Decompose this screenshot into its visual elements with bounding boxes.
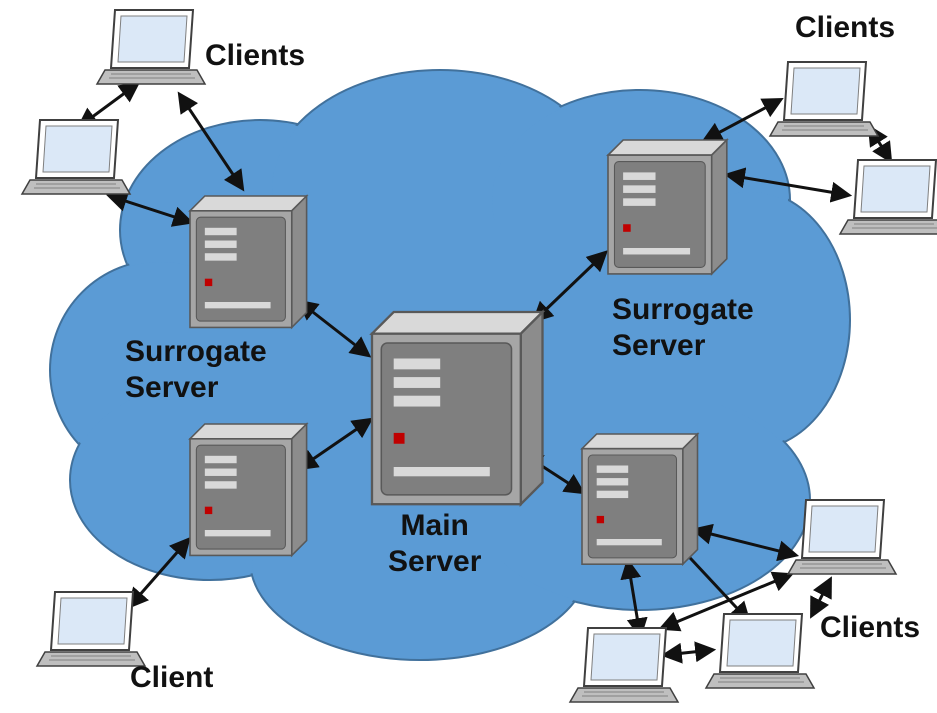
arrow-laptop-br2-br3 bbox=[660, 641, 717, 664]
surrogate-server-label-left-line2: Server bbox=[125, 371, 219, 404]
surrogate-server-right-icon bbox=[607, 139, 728, 275]
laptop-icon-top-right-2 bbox=[839, 159, 937, 235]
main-server-icon bbox=[370, 310, 544, 506]
arrow-bottom-right-surrogate-laptop-br2 bbox=[620, 557, 648, 640]
arrow-laptop-tl2-left-surrogate bbox=[106, 191, 194, 227]
laptop-icon-bottom-right-2 bbox=[569, 627, 679, 703]
clients-label-top-left: Clients bbox=[205, 39, 306, 72]
arrow-laptop-tl1-tl2 bbox=[76, 81, 141, 129]
surrogate-server-bottom-left-icon bbox=[189, 423, 308, 557]
surrogate-server-label-left: Surrogate Server bbox=[125, 334, 267, 406]
arrow-bottom-left-surrogate-main bbox=[296, 417, 374, 471]
laptop-icon-bottom-right-3 bbox=[705, 613, 815, 689]
main-server-label-line2: Server bbox=[388, 545, 482, 578]
arrow-right-surrogate-laptop-tr2 bbox=[723, 167, 853, 203]
surrogate-server-left-icon bbox=[189, 195, 308, 329]
arrow-laptop-br2-br1 bbox=[658, 571, 794, 632]
surrogate-server-bottom-right-icon bbox=[581, 433, 699, 565]
surrogate-server-label-right-line2: Server bbox=[612, 329, 706, 362]
clients-label-top-right: Clients bbox=[795, 11, 896, 44]
clients-label-bottom-right: Clients bbox=[820, 611, 921, 644]
arrow-right-surrogate-laptop-tr1 bbox=[701, 98, 784, 142]
surrogate-server-label-left-line1: Surrogate bbox=[125, 335, 267, 368]
arrow-laptop-br3-br1 bbox=[810, 576, 832, 619]
arrow-main-right-surrogate bbox=[531, 250, 609, 323]
main-server-label-line1: Main bbox=[400, 509, 469, 542]
main-server-label: Main Server bbox=[388, 508, 481, 580]
arrow-laptop-tl1-left-surrogate bbox=[177, 91, 245, 192]
surrogate-server-label-right-line1: Surrogate bbox=[612, 293, 754, 326]
arrow-left-surrogate-main bbox=[296, 299, 372, 358]
laptop-icon-bottom-left bbox=[36, 591, 146, 667]
laptop-icon-top-right-1 bbox=[769, 61, 879, 137]
client-label-bottom-left: Client bbox=[130, 661, 214, 694]
arrow-bottom-left-surrogate-client bbox=[127, 536, 191, 610]
laptop-icon-top-left-2 bbox=[21, 119, 131, 195]
surrogate-server-label-right: Surrogate Server bbox=[612, 292, 754, 364]
laptop-icon-top-left-1 bbox=[96, 9, 206, 85]
